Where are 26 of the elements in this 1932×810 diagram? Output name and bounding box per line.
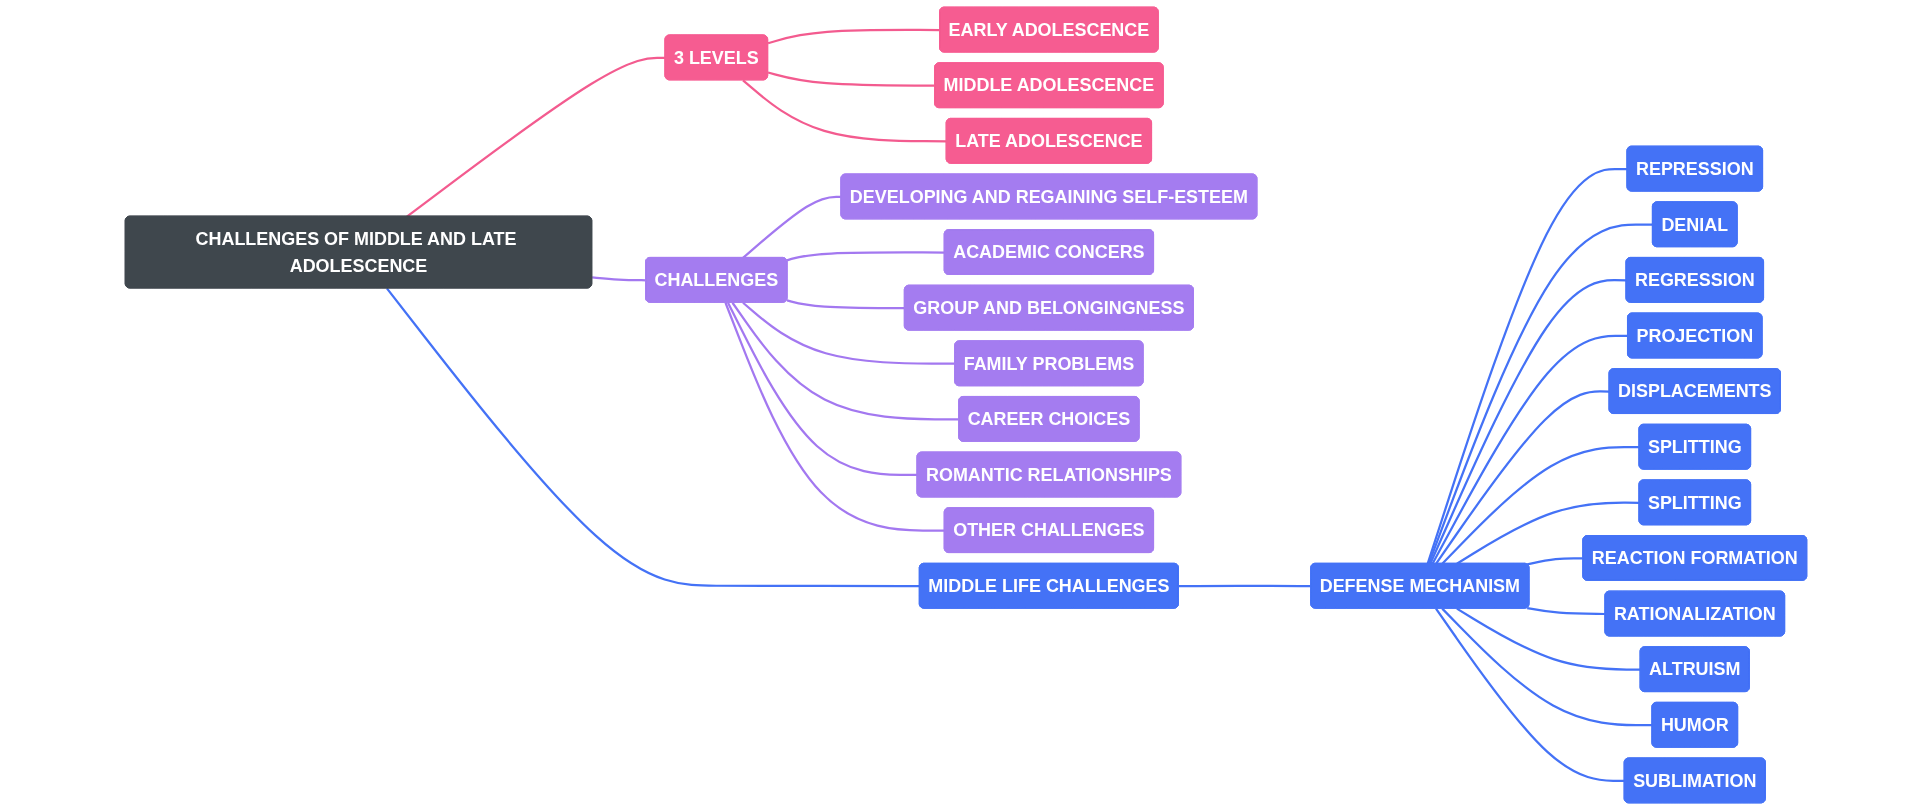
connector <box>727 302 918 477</box>
connector <box>767 28 941 45</box>
connector <box>786 251 945 262</box>
connector <box>742 195 842 259</box>
connector <box>767 71 936 87</box>
connector <box>742 79 947 143</box>
connector <box>1441 445 1640 565</box>
connector <box>1526 557 1584 566</box>
connector <box>1441 607 1653 727</box>
connector <box>592 276 646 282</box>
connector <box>1429 279 1627 565</box>
connector <box>724 302 945 532</box>
connector <box>1456 501 1640 565</box>
connector <box>1435 390 1610 565</box>
connector <box>1431 334 1628 565</box>
connector <box>1435 607 1625 782</box>
connector <box>786 299 905 310</box>
connector <box>1427 223 1653 565</box>
connector <box>1178 584 1312 588</box>
connector <box>1526 606 1606 616</box>
connector <box>386 287 920 588</box>
connector <box>406 56 666 218</box>
connector <box>1426 167 1628 565</box>
connector <box>1456 607 1641 671</box>
connector <box>742 301 956 365</box>
connector <box>731 302 960 421</box>
